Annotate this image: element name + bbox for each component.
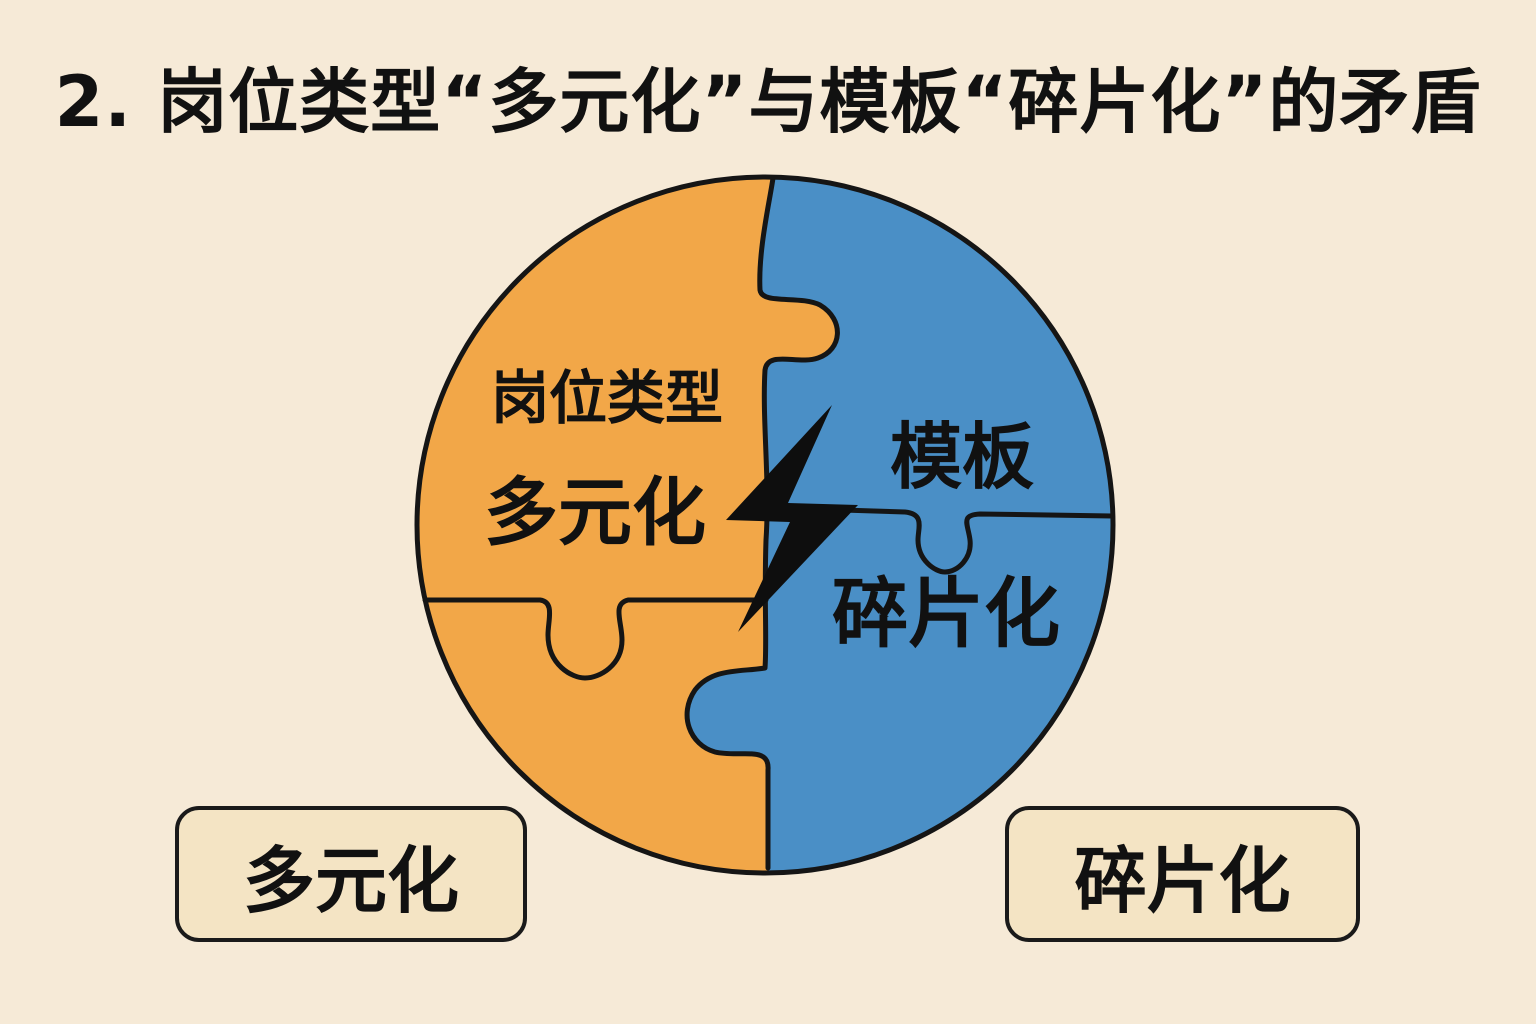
left-piece-title: 岗位类型 xyxy=(491,364,723,432)
fragmented-label-box: 碎片化 xyxy=(1005,806,1360,942)
diversified-label-box: 多元化 xyxy=(175,806,527,942)
left-piece-subtitle: 多元化 xyxy=(484,470,706,556)
left-puzzle-piece xyxy=(417,177,838,873)
page-title: 2. 岗位类型“多元化”与模板“碎片化”的矛盾 xyxy=(54,61,1482,143)
right-horizontal-seam xyxy=(839,507,1115,575)
right-piece-title: 模板 xyxy=(890,415,1034,499)
puzzle-circle-outline xyxy=(414,174,1116,876)
lightning-bolt-icon xyxy=(726,405,858,632)
right-piece-subtitle: 碎片化 xyxy=(832,569,1060,658)
left-horizontal-seam xyxy=(422,597,769,681)
